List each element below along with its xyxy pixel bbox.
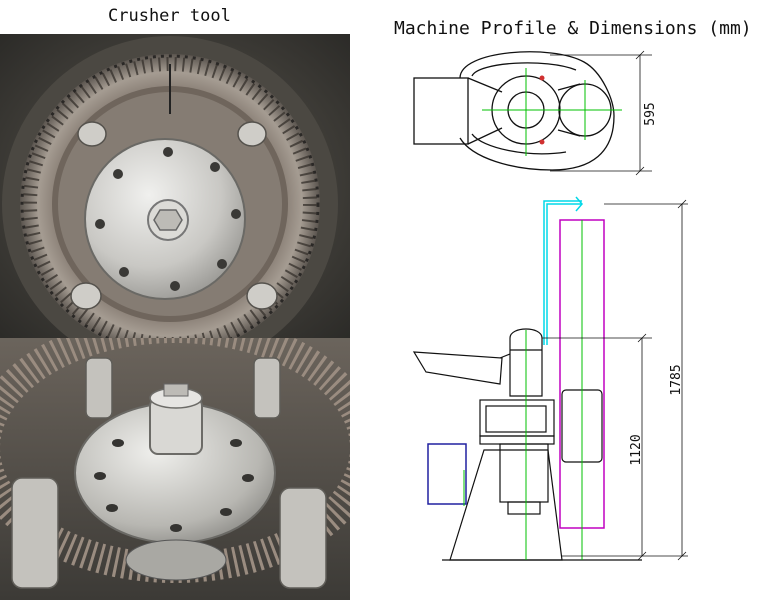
side-view-duct [543,196,583,345]
side-view-motor-box [427,443,467,505]
dimension-595: 595 [643,102,658,125]
crusher-photo-bottom-illustration [0,338,350,600]
top-view-markers [539,75,545,145]
crusher-photo-top-illustration [0,34,350,338]
machine-drawing: 595 [412,50,688,561]
side-view-cyclone-box [479,399,555,437]
dimension-1120: 1120 [629,434,644,465]
side-view-crusher-cap [509,328,543,397]
top-view [413,50,652,176]
top-view-housing [459,51,615,171]
photo-caption: Crusher tool [108,6,231,26]
top-view-centerlines [482,68,622,156]
side-view-feed-chute [412,351,503,385]
crusher-photo-top [0,34,350,338]
crusher-photo-bottom [0,338,350,600]
side-view-centerlines [463,220,583,560]
side-view-base [449,449,563,561]
dimension-1785: 1785 [669,364,684,395]
top-view-hopper [413,77,469,145]
side-view-dimension-lines [542,199,688,561]
side-view-motor [499,443,549,503]
drawing-title: Machine Profile & Dimensions (mm) [394,18,752,39]
